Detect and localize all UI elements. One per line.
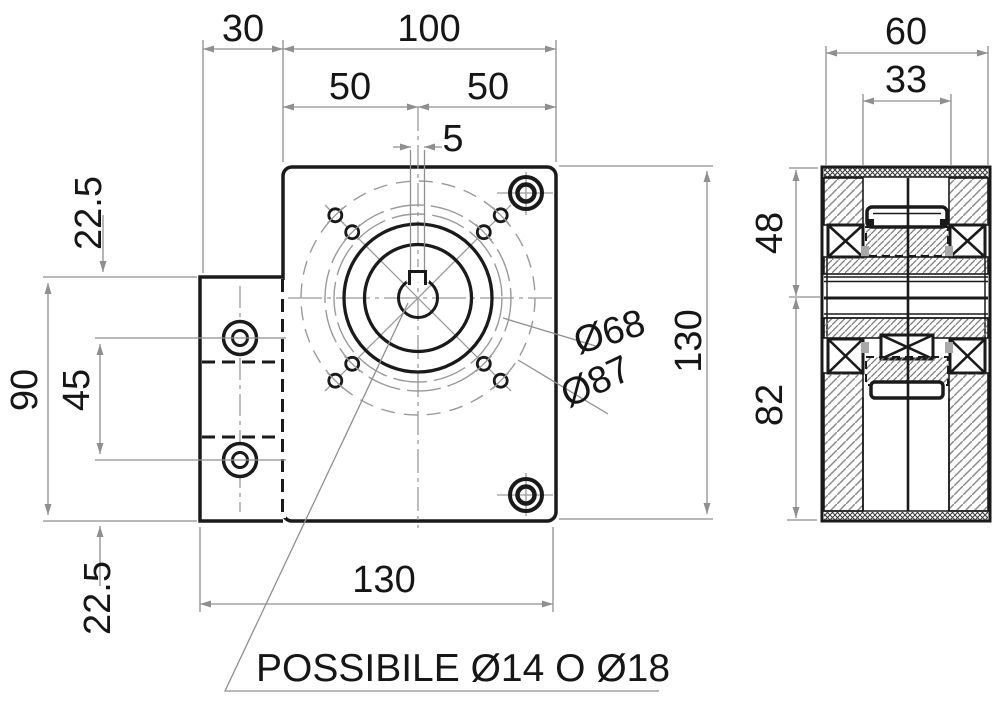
dim-lower-height: 82 xyxy=(749,384,791,426)
upper-seal-left xyxy=(861,246,869,257)
lower-seal-left xyxy=(861,342,869,353)
dim-hole-spacing: 45 xyxy=(56,369,98,411)
dim-overall-width: 130 xyxy=(352,559,415,601)
leader-d87 xyxy=(517,359,609,415)
dim-depth: 60 xyxy=(885,11,927,53)
upper-cap-ear-right xyxy=(940,219,947,227)
bore-note: POSSIBILE Ø14 O Ø18 xyxy=(256,647,670,690)
lower-bearing-left xyxy=(826,337,865,375)
side-section-view: 60 33 48 82 xyxy=(749,11,992,523)
lower-bearing-right xyxy=(948,337,987,375)
lower-wall-left xyxy=(823,372,864,512)
wheel-rim-upper xyxy=(823,256,989,275)
leader-d68 xyxy=(502,317,600,348)
front-leader-lines xyxy=(223,302,659,692)
tab-hidden-edges xyxy=(202,279,284,519)
boss-circle-outer xyxy=(342,222,494,374)
front-view: 30 100 50 50 5 22.5 90 45 22.5 130 130 Ø… xyxy=(4,8,713,692)
side-extension-lines xyxy=(787,46,989,521)
upper-wall-right xyxy=(948,177,989,226)
front-plate-outline xyxy=(281,165,558,523)
keyway-slot xyxy=(408,270,427,285)
upper-bearing-left xyxy=(826,223,865,259)
screw-hole-ticks xyxy=(327,207,509,389)
top-face-knurl xyxy=(824,168,988,177)
dim-upper-height: 48 xyxy=(749,212,791,254)
mounting-tab-outline xyxy=(198,275,283,523)
dim-plate-height: 130 xyxy=(668,309,710,372)
corner-mounting-hole-top xyxy=(508,175,544,211)
dim-half-left: 50 xyxy=(329,66,371,108)
boss-circle-inner xyxy=(362,242,474,354)
leader-bore-note xyxy=(223,302,659,692)
lower-wall-right xyxy=(948,372,989,512)
dim-tab-width: 30 xyxy=(222,8,264,50)
bolt-circles xyxy=(300,180,536,416)
dim-half-right: 50 xyxy=(467,66,509,108)
bottom-face-knurl xyxy=(824,512,988,520)
lower-seal-right xyxy=(945,342,953,353)
dim-hole-offset-bottom: 22.5 xyxy=(77,561,119,635)
front-extension-lines xyxy=(43,40,713,612)
side-dimension-lines xyxy=(792,49,988,518)
dim-plate-width: 100 xyxy=(397,8,460,50)
front-dimension-lines xyxy=(44,45,711,608)
upper-bearing-right xyxy=(948,223,987,259)
dim-bore-width: 33 xyxy=(885,59,927,101)
upper-cap-ear-left xyxy=(867,219,874,227)
corner-mounting-hole-bottom xyxy=(508,477,544,513)
upper-seal-right xyxy=(945,246,953,257)
dim-hole-offset-top: 22.5 xyxy=(68,176,110,250)
dim-tab-height: 90 xyxy=(4,369,46,411)
upper-wall-left xyxy=(823,177,864,226)
dim-keyway: 5 xyxy=(442,118,463,160)
